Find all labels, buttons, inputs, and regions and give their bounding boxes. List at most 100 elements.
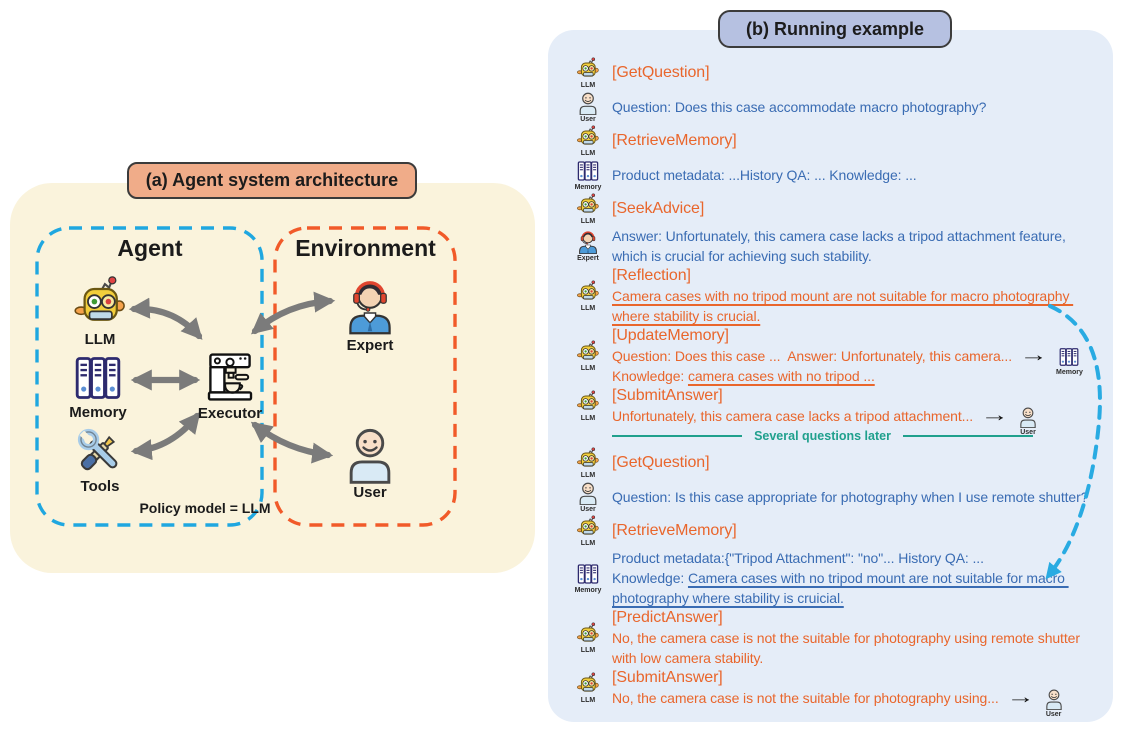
- row-icon-column: LLM: [564, 672, 612, 704]
- row-icon-column: User: [564, 481, 612, 513]
- example-row: Memory Product metadata: ...History QA: .…: [564, 158, 1103, 192]
- text-line: Question: Does this case ... Answer: Unf…: [612, 345, 1103, 376]
- llm-icon: LLM: [576, 57, 600, 89]
- message-text: Camera cases with no tripod mount are no…: [687, 570, 1069, 586]
- text-line: Question: Is this case appropriate for p…: [612, 487, 1103, 507]
- message-text: No, the camera case is not the suitable …: [612, 690, 999, 706]
- executor-expert-arrow: [250, 291, 336, 335]
- llm-icon-label: LLM: [580, 218, 596, 225]
- tools-label: Tools: [80, 478, 120, 495]
- text-line: which is crucial for achieving such stab…: [612, 246, 1103, 266]
- llm-icon-label: LLM: [580, 82, 596, 89]
- row-text: [GetQuestion]: [612, 453, 1103, 473]
- llm-icon-label: LLM: [580, 150, 596, 157]
- llm-icon-glyph: [576, 515, 600, 539]
- example-row: LLM [PredictAnswer] No, the camera case is…: [564, 608, 1103, 668]
- example-row: LLM [GetQuestion]: [564, 446, 1103, 480]
- llm-icon: LLM: [576, 280, 600, 312]
- action-label: [SeekAdvice]: [612, 200, 705, 217]
- example-row: LLM [Reflection]Camera cases with no trip…: [564, 266, 1103, 326]
- row-icon-column: LLM: [564, 340, 612, 372]
- example-row: LLM[UpdateMemory]Question: Does this cas…: [564, 326, 1103, 386]
- text-line: Question: Does this case accommodate mac…: [612, 97, 1103, 117]
- user-icon-glyph: [576, 481, 600, 505]
- panel-architecture: Agent Environment LLM Memory Tools Execu…: [10, 183, 535, 573]
- llm-icon-glyph: [576, 340, 600, 364]
- row-icon-column: Expert: [564, 230, 612, 262]
- text-line: [GetQuestion]: [612, 453, 1103, 473]
- message-text: Knowledge:: [612, 368, 688, 384]
- user-icon-label: User: [1020, 429, 1036, 436]
- user-icon-label: User: [580, 506, 596, 513]
- row-text: [GetQuestion]: [612, 63, 1103, 83]
- executor-icon: [202, 349, 258, 405]
- user-icon: [341, 424, 399, 484]
- row-icon-column: LLM: [564, 280, 612, 312]
- text-line: [RetrieveMemory]: [612, 521, 1103, 541]
- user-icon: User: [1017, 406, 1039, 436]
- message-text: with low camera stability.: [612, 650, 764, 666]
- message-text: Product metadata:{"Tripod Attachment": "…: [612, 550, 984, 566]
- policy-note: Policy model = LLM: [139, 500, 271, 516]
- llm-icon-label: LLM: [580, 540, 596, 547]
- architecture-diagram-layer: [35, 226, 457, 527]
- expert-label: Expert: [346, 337, 394, 354]
- expert-icon-label: Expert: [577, 255, 599, 262]
- llm-label: LLM: [84, 331, 116, 348]
- llm-icon: LLM: [576, 125, 600, 157]
- example-row: LLM [SubmitAnswer] Unfortunately, this cam…: [564, 386, 1103, 436]
- llm-icon: LLM: [576, 390, 600, 422]
- message-text: Product metadata: ...History QA: ... Kno…: [612, 167, 917, 183]
- to-arrow-icon: →: [1005, 687, 1035, 708]
- text-line: photography where stability is cruicial.: [612, 588, 1103, 608]
- llm-icon: LLM: [576, 447, 600, 479]
- llm-icon: LLM: [576, 622, 600, 654]
- tools-executor-arrow: [130, 411, 201, 461]
- user-icon-glyph: [1043, 688, 1065, 710]
- user-icon-glyph: [576, 91, 600, 115]
- example-row: LLM [RetrieveMemory]: [564, 124, 1103, 158]
- agent-dashed-box: [35, 226, 264, 527]
- executor-user-arrow: [250, 421, 334, 464]
- example-row: LLM[SubmitAnswer]No, the camera case is …: [564, 668, 1103, 718]
- message-text: Answer: Unfortunately, this camera case …: [612, 228, 1066, 244]
- llm-icon: LLM: [576, 340, 600, 372]
- panel-a-title: (a) Agent system architecture: [127, 162, 417, 199]
- memory-icon-label: Memory: [574, 184, 602, 191]
- user-icon: User: [576, 481, 600, 513]
- text-line: Answer: Unfortunately, this camera case …: [612, 226, 1103, 246]
- row-icon-column: Memory: [564, 159, 612, 191]
- row-text: [SubmitAnswer] Unfortunately, this camera…: [612, 386, 1103, 436]
- llm-icon-glyph: [576, 193, 600, 217]
- action-label: [Reflection]: [612, 267, 691, 284]
- to-arrow-icon: →: [980, 405, 1009, 426]
- row-text: Question: Does this case accommodate mac…: [612, 97, 1103, 117]
- action-label: [RetrieveMemory]: [612, 522, 737, 539]
- row-text: Answer: Unfortunately, this camera case …: [612, 226, 1103, 266]
- expert-icon: [342, 277, 398, 335]
- memory-icon-glyph: [1058, 346, 1080, 368]
- llm-icon-glyph: [576, 390, 600, 414]
- llm-icon-label: LLM: [580, 415, 596, 422]
- message-text: Knowledge:: [612, 570, 688, 586]
- row-text: [Reflection]Camera cases with no tripod …: [612, 266, 1103, 326]
- memory-icon: Memory: [1056, 346, 1083, 376]
- memory-icon: Memory: [574, 159, 602, 191]
- user-icon: User: [576, 91, 600, 123]
- action-label: [SubmitAnswer]: [612, 387, 723, 404]
- message-text: Unfortunately, this camera case lacks a …: [612, 408, 974, 424]
- text-line: No, the camera case is not the suitable …: [612, 628, 1103, 648]
- action-label: [GetQuestion]: [612, 64, 710, 81]
- text-line: [SeekAdvice]: [612, 199, 1103, 219]
- message-text: camera cases with no tripod ...: [687, 368, 875, 384]
- text-line: [RetrieveMemory]: [612, 131, 1103, 151]
- action-label: [PredictAnswer]: [612, 609, 723, 626]
- row-text: [SeekAdvice]: [612, 199, 1103, 219]
- llm-icon-glyph: [576, 280, 600, 304]
- text-line: [Reflection]: [612, 266, 1103, 286]
- text-line: Product metadata:{"Tripod Attachment": "…: [612, 548, 1103, 568]
- llm-icon-label: LLM: [580, 365, 596, 372]
- llm-icon-glyph: [576, 447, 600, 471]
- memory-icon: [72, 352, 124, 404]
